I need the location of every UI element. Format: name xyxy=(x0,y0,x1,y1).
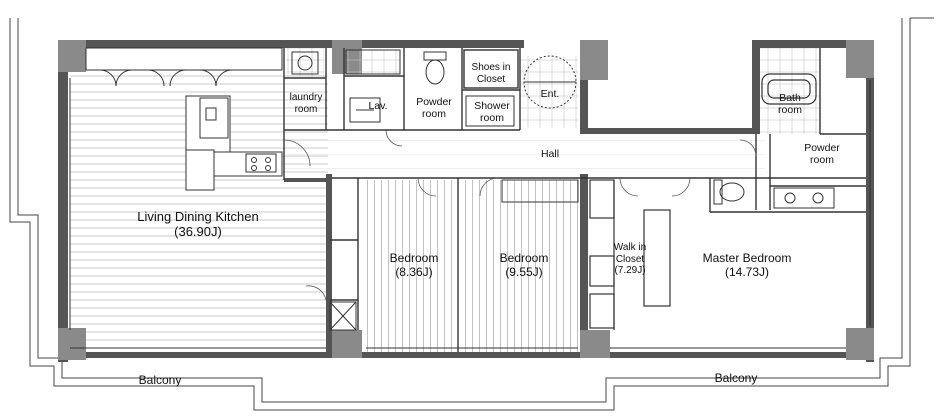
hall-label: Hall xyxy=(540,148,560,160)
balcony-left-label: Balcony xyxy=(138,373,182,387)
washing-machine-icon xyxy=(291,51,319,75)
ldk-area: (36.90J) xyxy=(174,223,222,239)
powder2-label: Powder room xyxy=(804,142,840,167)
door-swings xyxy=(283,129,757,301)
entrance-floor xyxy=(520,56,578,128)
ldk-label: Living Dining Kitchen (36.90J) xyxy=(118,209,278,240)
walkin-name: Walk in Closet xyxy=(613,242,647,265)
shower-icon xyxy=(465,95,515,127)
lav-label: Lav. xyxy=(368,100,388,112)
lav-cabinet xyxy=(345,49,401,75)
vanity-sinks-icon xyxy=(773,187,835,209)
bedroom2-wardrobe xyxy=(501,179,579,203)
lav-sink-icon xyxy=(349,97,381,123)
bedroom1-floor xyxy=(366,180,458,352)
shoes-label: Shoes in Closet xyxy=(471,62,511,85)
stove-icon xyxy=(245,153,277,173)
hall-floor xyxy=(285,140,765,178)
bath-floor xyxy=(758,48,820,134)
columns xyxy=(58,40,874,360)
laundry-label: laundry room xyxy=(289,92,323,115)
entrance-label: Ent. xyxy=(540,88,560,100)
bedroom2-name: Bedroom xyxy=(499,251,549,265)
windows xyxy=(69,78,871,349)
powder1-label: Powder room xyxy=(416,96,452,121)
top-cabinets xyxy=(85,47,283,87)
toilet-icon xyxy=(423,51,447,85)
master-area: (14.73J) xyxy=(724,264,770,279)
walkin-area: (7.29J) xyxy=(614,265,646,276)
walkin-label: Walk in Closet (7.29J) xyxy=(604,242,656,277)
bedroom1-area: (8.36J) xyxy=(395,264,433,279)
bedroom2-floor xyxy=(460,180,578,352)
bedroom1-name: Bedroom xyxy=(389,251,439,265)
ldk-name: Living Dining Kitchen xyxy=(137,209,259,224)
ldk-storage xyxy=(329,301,357,331)
master-label: Master Bedroom (14.73J) xyxy=(682,251,812,280)
bedroom2-label: Bedroom (9.55J) xyxy=(484,251,564,280)
balcony-right-label: Balcony xyxy=(714,371,758,385)
shoes-closet xyxy=(463,49,519,89)
walkin-shelves xyxy=(589,179,671,330)
kitchen-sink-icon xyxy=(205,107,217,121)
bath-label: Bath room xyxy=(778,92,802,117)
bedroom1-label: Bedroom (8.36J) xyxy=(376,251,452,280)
bedroom2-area: (9.55J) xyxy=(505,264,543,279)
shower-label: Shower room xyxy=(474,100,510,125)
bathtub-icon xyxy=(761,73,817,105)
partitions xyxy=(283,48,866,352)
master-name: Master Bedroom xyxy=(702,251,792,265)
entrance-door xyxy=(523,55,577,109)
toilet-2-icon xyxy=(713,179,745,205)
outer-outline xyxy=(9,17,934,411)
